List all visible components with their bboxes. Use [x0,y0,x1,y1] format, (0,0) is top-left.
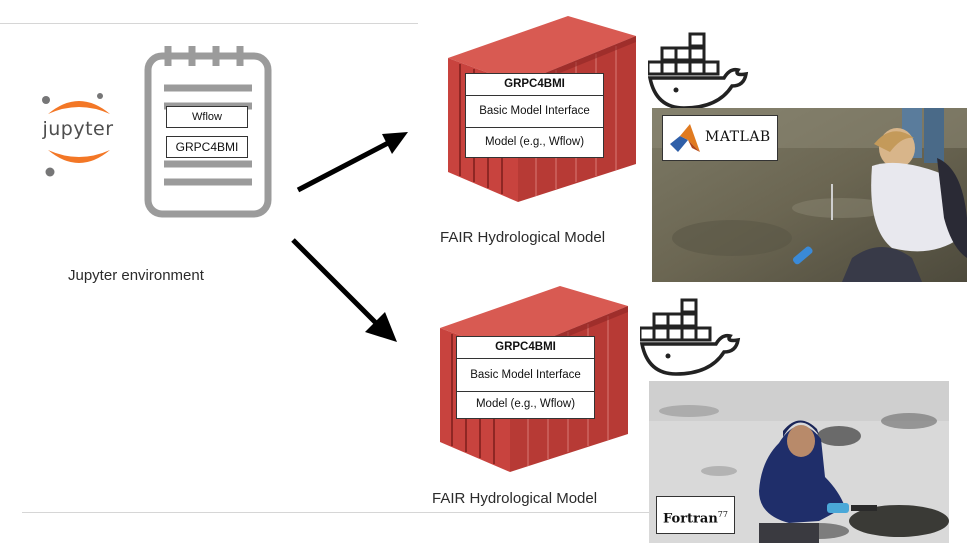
fortran-badge: Fortran77 [656,496,735,534]
jupyter-logo-icon [42,93,110,177]
jupyter-logo-text: jupyter [42,118,114,140]
fortran-version: 77 [717,510,728,519]
container-row-bmi: Basic Model Interface [466,96,603,128]
container-row-model: Model (e.g., Wflow) [475,398,576,410]
notebook-label-grpc4bmi: GRPC4BMI [166,136,248,158]
jupyter-caption: Jupyter environment [68,267,204,284]
matlab-badge: MATLAB [662,115,778,161]
arrow-icon [296,132,408,193]
field-photo-stream [652,108,967,282]
container-row-grpc4bmi: GRPC4BMI [457,337,594,359]
container-label-table: GRPC4BMI Basic Model Interface Model (e.… [456,336,595,419]
field-photo-snow [649,381,949,543]
container-row-model: Model (e.g., Wflow) [484,136,585,148]
notebook-icon [144,46,272,218]
notebook-label-wflow: Wflow [166,106,248,128]
container-label-table: GRPC4BMI Basic Model Interface Model (e.… [465,73,604,158]
container-row-grpc4bmi: GRPC4BMI [466,74,603,96]
matlab-logo-icon [670,124,700,152]
container-row-bmi: Basic Model Interface [457,359,594,392]
container-caption: FAIR Hydrological Model [440,229,606,246]
arrow-icon [291,238,397,342]
container-caption: FAIR Hydrological Model [432,490,598,507]
bottom-divider [22,512,652,513]
top-divider [0,23,418,24]
docker-whale-icon [640,298,741,376]
matlab-label: MATLAB [705,129,771,145]
docker-whale-icon [648,32,749,110]
fortran-label: Fortran [663,511,718,527]
